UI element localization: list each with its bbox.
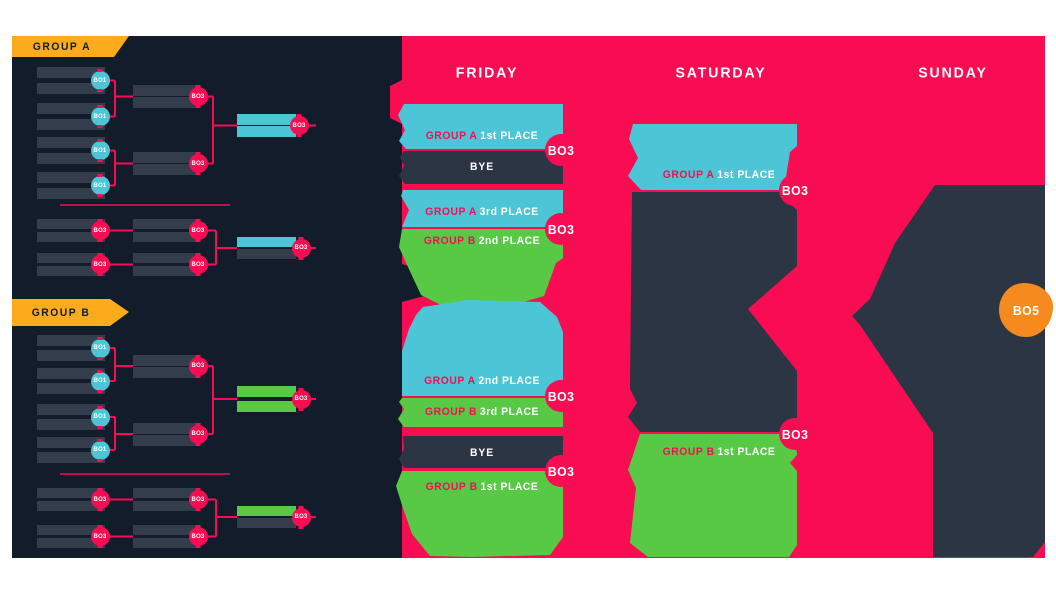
friday-m4-bye-bar — [399, 436, 563, 468]
match-badge-bo3: BO3 — [289, 116, 309, 135]
friday-m1-format-badge: BO3 — [545, 134, 577, 166]
saturday-sf1-format-badge: BO3 — [779, 174, 811, 206]
team-place-label: 2nd PLACE — [478, 375, 540, 387]
match-badge-bo3: BO3 — [90, 221, 110, 240]
friday-m1-bye-label: BYE — [469, 161, 495, 173]
saturday-sf1-slot1-blob — [628, 124, 797, 190]
match-badge-bo1: BO1 — [90, 338, 110, 358]
match-badge-bo1: BO1 — [90, 107, 110, 126]
team-group-label: GROUP B — [423, 235, 476, 247]
group-a-lower-bars — [37, 219, 296, 276]
day-header-friday: FRIDAY — [455, 64, 519, 82]
match-badge-bo3: BO3 — [291, 238, 311, 258]
match-badge-bo3: BO3 — [188, 255, 208, 274]
group-a-banner — [12, 36, 129, 57]
match-badge-bo3: BO3 — [188, 356, 208, 376]
match-badge-bo3: BO3 — [188, 527, 208, 546]
team-group-label: GROUP B — [425, 406, 478, 418]
sunday-final-format-badge: BO5 — [999, 283, 1053, 337]
match-badge-bo3: BO3 — [291, 389, 311, 409]
saturday-blobs — [628, 124, 797, 557]
team-place-label: 1st PLACE — [717, 446, 776, 458]
team-place-label: 2nd PLACE — [478, 235, 541, 247]
friday-m2-slot2-blob — [399, 229, 563, 309]
team-group-label: GROUP A — [424, 375, 476, 387]
match-badge-bo3: BO3 — [188, 87, 208, 106]
team-place-label: 3rd PLACE — [479, 406, 539, 418]
match-badge-bo1: BO1 — [90, 371, 110, 391]
saturday-middle-blob — [628, 192, 797, 432]
team-group-label: GROUP A — [425, 206, 477, 218]
match-badge-bo3: BO3 — [188, 154, 208, 173]
friday-m4-bye-label: BYE — [469, 447, 495, 459]
friday-m1-bye-bar — [399, 151, 563, 184]
day-header-sunday: SUNDAY — [918, 64, 988, 82]
group-b-lower-bars — [37, 488, 296, 548]
group-b-banner — [12, 299, 129, 326]
friday-blobs — [396, 104, 563, 557]
match-badge-bo3: BO3 — [188, 221, 208, 240]
day-header-saturday: SATURDAY — [675, 64, 767, 82]
team-group-label: GROUP B — [425, 481, 478, 493]
match-badge-bo3: BO3 — [188, 490, 208, 509]
friday-m2-format-badge: BO3 — [545, 213, 577, 245]
friday-m3-format-badge: BO3 — [545, 380, 577, 412]
match-badge-bo1: BO1 — [90, 71, 110, 90]
match-badge-bo1: BO1 — [90, 440, 110, 460]
friday-m4-slot2-blob — [396, 471, 563, 557]
team-group-label: GROUP B — [662, 446, 715, 458]
team-group-label: GROUP A — [425, 130, 478, 142]
match-badge-bo1: BO1 — [90, 141, 110, 160]
saturday-sf2-slot2-blob — [628, 434, 797, 557]
match-badge-bo3: BO3 — [90, 527, 110, 546]
match-badge-bo3: BO3 — [291, 507, 311, 527]
team-place-label: 1st PLACE — [480, 481, 539, 493]
team-group-label: GROUP A — [662, 169, 715, 181]
team-place-label: 1st PLACE — [480, 130, 539, 142]
match-badge-bo3: BO3 — [90, 255, 110, 274]
saturday-sf2-format-badge: BO3 — [779, 418, 811, 450]
friday-m1-slot1-blob — [398, 104, 563, 149]
friday-m2-slot1-blob — [401, 190, 563, 227]
group-a-banner-label: GROUP A — [32, 41, 92, 53]
team-place-label: 3rd PLACE — [479, 206, 539, 218]
group-a-upper-bars — [37, 67, 296, 199]
match-badge-bo1: BO1 — [90, 176, 110, 195]
match-badge-bo3: BO3 — [188, 424, 208, 444]
match-badge-bo1: BO1 — [90, 407, 110, 427]
friday-m4-format-badge: BO3 — [545, 455, 577, 487]
team-place-label: 1st PLACE — [717, 169, 776, 181]
group-b-banner-label: GROUP B — [31, 307, 91, 319]
group-b-upper-bars — [37, 335, 296, 463]
friday-m3-slot1-blob — [402, 300, 563, 396]
match-badge-bo3: BO3 — [90, 490, 110, 509]
friday-m3-slot2-blob — [398, 398, 563, 427]
group-stage-panel — [12, 36, 430, 558]
sunday-final-blob — [852, 185, 1045, 557]
